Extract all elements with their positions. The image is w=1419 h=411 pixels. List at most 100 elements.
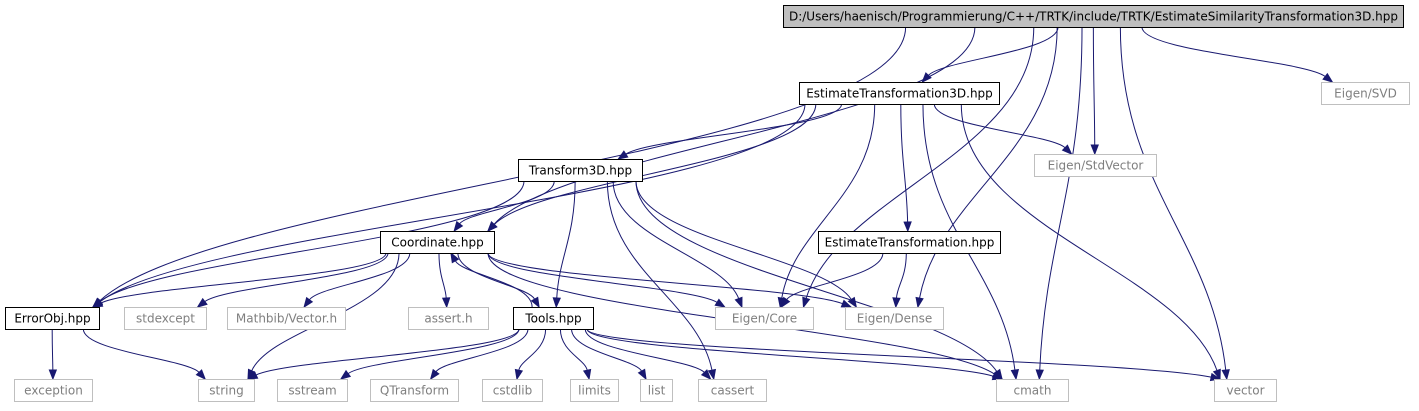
edge-coord-to-asserth — [438, 252, 447, 299]
node-sstream: sstream — [277, 379, 348, 402]
edge-tools-to-vector — [586, 328, 1212, 378]
arrowhead-t3d-to-tools — [552, 297, 561, 309]
node-stdexcept: stdexcept — [124, 307, 207, 330]
node-box-errobj — [5, 307, 100, 330]
edge-t3d-to-cmath — [635, 180, 998, 372]
arrowhead-tools-to-limits — [582, 368, 592, 381]
edge-coord-to-errobj — [100, 252, 387, 304]
node-label-eigdense: Eigen/Dense — [857, 312, 932, 326]
arrowhead-coord-to-errobj — [91, 299, 104, 308]
node-label-svd: Eigen/SVD — [1334, 87, 1397, 101]
arrowhead-et3d-to-et — [903, 221, 912, 233]
node-box-tools — [513, 307, 594, 330]
node-box-sstream — [277, 379, 348, 402]
arrowhead-coord-to-eigdense — [840, 299, 853, 308]
node-label-root: D:/Users/haenisch/Programmierung/C++/TRT… — [789, 10, 1398, 24]
node-label-cmath: cmath — [1014, 384, 1052, 398]
node-et3d[interactable]: EstimateTransformation3D.hpp — [799, 82, 1000, 105]
edge-root-to-eigdense — [919, 26, 1058, 299]
node-box-string — [198, 379, 255, 402]
node-list: list — [640, 379, 673, 402]
node-label-list: list — [648, 384, 666, 398]
node-label-exception: exception — [24, 384, 83, 398]
node-label-sstream: sstream — [288, 384, 336, 398]
node-cmath: cmath — [996, 379, 1069, 402]
edge-root-to-eigcore — [805, 26, 1035, 299]
arrowhead-tools-to-qtransform — [429, 368, 440, 381]
node-et[interactable]: EstimateTransformation.hpp — [818, 231, 1001, 254]
edge-et3d-to-eigcore — [781, 103, 876, 299]
arrowhead-coord-to-eigcore — [714, 298, 726, 308]
arrowhead-errobj-to-exception — [48, 369, 58, 381]
node-box-et3d — [799, 82, 1000, 105]
arrowhead-coord-to-asserth — [441, 297, 451, 309]
node-label-tools: Tools.hpp — [524, 312, 581, 326]
arrowhead-tools-to-coord — [450, 251, 460, 264]
edge-et3d-to-errobj — [99, 103, 806, 302]
arrowhead-root-to-cmath — [1035, 369, 1044, 381]
edge-et3d-to-et — [900, 103, 909, 223]
node-label-asserth: assert.h — [424, 312, 472, 326]
edge-tools-to-cassert — [584, 328, 705, 373]
edge-t3d-to-coord — [459, 180, 555, 225]
arrowhead-tools-to-sstream — [339, 369, 352, 380]
arrowhead-root-to-svd — [1322, 72, 1334, 83]
arrowhead-t3d-to-coord — [453, 220, 464, 233]
arrowhead-tools-to-cstdlib — [514, 368, 524, 381]
edge-coord-to-eigdense — [487, 252, 843, 305]
node-stdvector: Eigen/StdVector — [1034, 154, 1157, 177]
node-label-cstdlib: cstdlib — [493, 384, 532, 398]
node-label-vector: vector — [1226, 384, 1264, 398]
node-box-exception — [14, 379, 93, 402]
node-errobj[interactable]: ErrorObj.hpp — [5, 307, 100, 330]
node-label-coord: Coordinate.hpp — [391, 236, 483, 250]
edge-et3d-to-t3d — [625, 103, 843, 155]
edge-et3d-to-vector — [960, 103, 1218, 371]
node-label-et: EstimateTransformation.hpp — [825, 236, 995, 250]
edge-t3d-to-eigcore — [612, 180, 740, 299]
node-box-stdvector — [1034, 154, 1157, 177]
node-label-t3d: Transform3D.hpp — [528, 164, 632, 178]
edge-coord-to-tools — [457, 252, 536, 300]
node-mathvec: Mathbib/Vector.h — [227, 307, 346, 330]
edge-errobj-to-exception — [51, 328, 54, 371]
node-cstdlib: cstdlib — [482, 379, 543, 402]
node-box-cstdlib — [482, 379, 543, 402]
node-box-svd — [1321, 82, 1410, 105]
node-exception: exception — [14, 379, 93, 402]
node-label-stdvector: Eigen/StdVector — [1048, 159, 1144, 173]
arrowhead-root-to-vector — [1221, 369, 1230, 381]
edge-et3d-to-stdvector — [933, 103, 1066, 149]
node-root[interactable]: D:/Users/haenisch/Programmierung/C++/TRT… — [783, 5, 1404, 28]
node-asserth: assert.h — [408, 307, 489, 330]
node-t3d[interactable]: Transform3D.hpp — [518, 159, 643, 182]
edge-root-to-vector — [1119, 26, 1227, 371]
edge-tools-to-cmath — [586, 328, 994, 377]
arrowhead-root-to-eigcore — [802, 296, 811, 309]
arrowhead-root-to-stdvector — [1090, 144, 1099, 156]
edge-root-to-svd — [1141, 26, 1326, 77]
arrowhead-et3d-to-t3d — [617, 150, 629, 160]
node-coord[interactable]: Coordinate.hpp — [380, 231, 495, 254]
edge-root-to-errobj — [99, 26, 907, 302]
edge-tools-to-qtransform — [435, 328, 529, 373]
node-svd: Eigen/SVD — [1321, 82, 1410, 105]
nodes-layer: D:/Users/haenisch/Programmierung/C++/TRT… — [5, 5, 1410, 402]
arrowhead-et3d-to-coord — [487, 221, 498, 232]
edge-coord-to-mathvec — [309, 252, 411, 301]
arrowhead-et3d-to-cmath — [1010, 369, 1020, 381]
edge-coord-to-stdexcept — [204, 252, 389, 302]
node-tools[interactable]: Tools.hpp — [513, 307, 594, 330]
node-qtransform: QTransform — [370, 379, 459, 402]
arrowhead-coord-to-mathvec — [303, 296, 314, 309]
node-cassert: cassert — [698, 379, 767, 402]
arrowhead-tools-to-cassert — [700, 369, 712, 381]
edge-tools-to-sstream — [347, 328, 520, 375]
node-label-et3d: EstimateTransformation3D.hpp — [806, 87, 993, 101]
edge-et-to-eigcore — [786, 252, 884, 300]
node-label-cassert: cassert — [711, 384, 755, 398]
edge-t3d-to-cassert — [606, 180, 713, 371]
node-box-root — [783, 5, 1404, 28]
node-box-et — [818, 231, 1001, 254]
